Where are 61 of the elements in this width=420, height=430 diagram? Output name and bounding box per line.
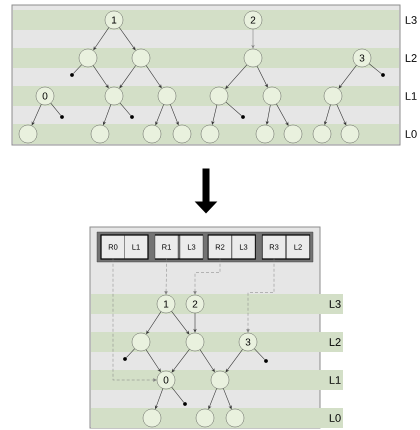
tree-node xyxy=(158,86,176,106)
tree-node: 1 xyxy=(156,294,176,314)
level-label: L3 xyxy=(330,300,341,308)
tree-node xyxy=(142,408,162,428)
arrow xyxy=(93,27,110,50)
dashed-arrow xyxy=(246,258,274,332)
arrow xyxy=(92,65,109,88)
line xyxy=(171,386,184,403)
tree-node xyxy=(340,124,360,144)
tree-node xyxy=(262,86,282,106)
level-label: L2 xyxy=(406,54,417,62)
tree-node: 3 xyxy=(238,332,258,352)
arrow xyxy=(223,388,232,410)
line xyxy=(120,102,131,116)
tree-node: 3 xyxy=(352,48,372,68)
tree-node: 0 xyxy=(36,86,54,106)
tree-node xyxy=(324,86,342,106)
dashed-arrow xyxy=(164,258,168,294)
line xyxy=(368,63,382,74)
tree-node xyxy=(18,124,38,144)
tree-node: 2 xyxy=(186,294,204,314)
tree-node xyxy=(186,332,204,352)
level-label: L0 xyxy=(406,130,417,138)
line xyxy=(254,348,265,360)
tree-node: 1 xyxy=(104,10,124,30)
tree-node xyxy=(244,48,262,68)
tree-node: 0 xyxy=(156,370,176,390)
arrow xyxy=(208,388,217,410)
tree-node xyxy=(132,48,150,68)
tree-node xyxy=(210,86,228,106)
level-label: L1 xyxy=(330,376,341,384)
arrow xyxy=(146,65,162,88)
arrow xyxy=(170,104,179,126)
tree-node xyxy=(142,124,162,144)
tree-node xyxy=(90,124,110,144)
arrow xyxy=(119,65,136,88)
dashed-arrow xyxy=(112,258,156,382)
level-label: L3 xyxy=(406,16,417,24)
line xyxy=(226,102,242,116)
line xyxy=(50,102,61,116)
tree-node xyxy=(132,332,150,352)
tree-node xyxy=(172,124,192,144)
tree-node xyxy=(104,86,124,106)
tree-node xyxy=(226,408,244,428)
tree-node xyxy=(196,408,214,428)
arrow xyxy=(119,27,136,50)
tree-node xyxy=(284,124,302,144)
tree-node xyxy=(210,370,230,390)
tree-node xyxy=(78,48,98,68)
arrow xyxy=(155,104,164,126)
line xyxy=(73,64,82,74)
level-label: L0 xyxy=(330,414,341,422)
tree-node xyxy=(256,124,274,144)
dashed-arrow xyxy=(193,258,220,294)
level-label: L1 xyxy=(406,92,417,100)
tree-node: 2 xyxy=(244,10,262,30)
line xyxy=(126,348,135,358)
tree-node xyxy=(312,124,332,144)
tree-node xyxy=(200,124,220,144)
level-label: L2 xyxy=(330,338,341,346)
arrow xyxy=(266,104,271,125)
